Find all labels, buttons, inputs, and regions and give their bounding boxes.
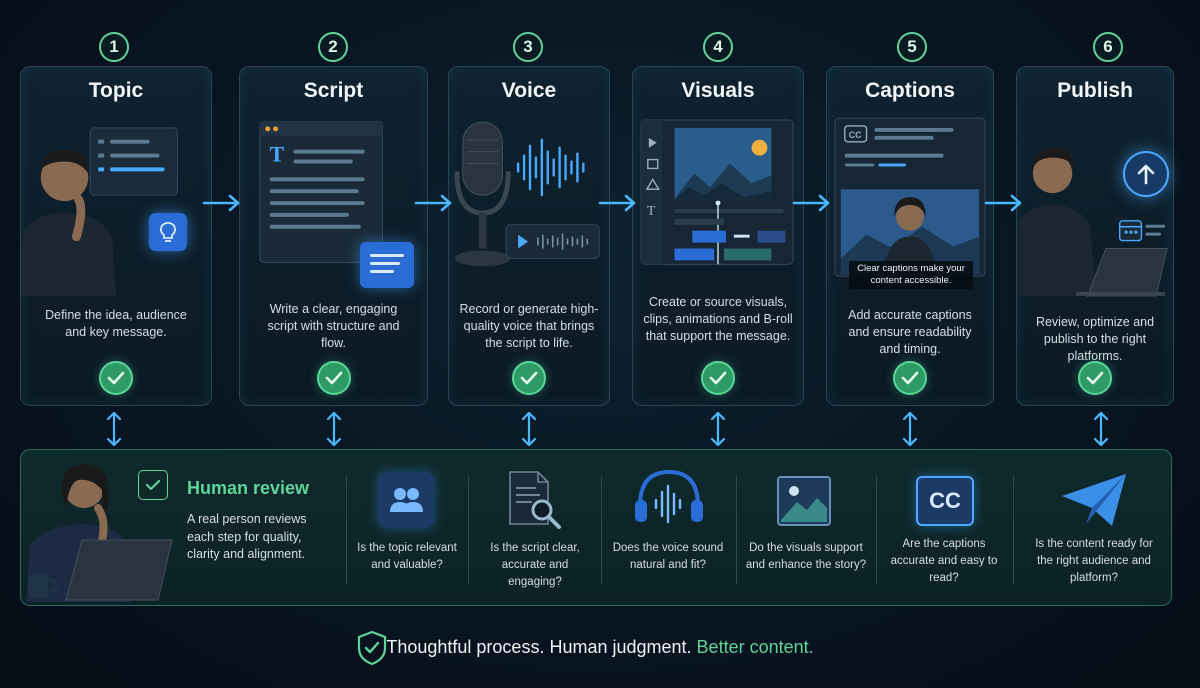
person-reviewer-icon (26, 464, 173, 602)
vertical-connector-icon (710, 411, 726, 447)
review-question-voice: Does the voice sound natural and fit? (612, 542, 724, 571)
person-thinking-icon (21, 127, 178, 297)
step-number-4: 4 (703, 32, 733, 62)
shield-check-icon (357, 630, 387, 666)
step-number-1: 1 (99, 32, 129, 62)
review-question-publish: Is the content ready for the right audie… (1035, 538, 1153, 584)
divider (1013, 476, 1014, 584)
arrow-right-icon (792, 194, 830, 212)
upload-icon (1123, 151, 1169, 197)
divider (468, 476, 469, 584)
footer-main: Thoughtful process. Human judgment. (386, 637, 692, 657)
send-icon (1060, 472, 1130, 533)
calendar-icon (1118, 220, 1166, 242)
image-icon (777, 476, 831, 526)
step-title: Voice (501, 79, 557, 102)
arrow-right-icon (202, 194, 240, 212)
vertical-connector-icon (1093, 411, 1109, 447)
check-icon (99, 361, 133, 395)
divider (346, 476, 347, 584)
svg-text:CC: CC (849, 130, 862, 140)
divider (601, 476, 602, 584)
users-icon (378, 472, 434, 528)
vertical-connector-icon (106, 411, 122, 447)
waveform-icon (516, 138, 585, 197)
step-card-captions: Captions CC Clear captions make your con… (826, 66, 994, 406)
check-icon (512, 361, 546, 395)
check-icon (1078, 361, 1112, 395)
review-question-topic: Is the topic relevant and valuable? (357, 542, 457, 571)
check-icon (701, 361, 735, 395)
review-question-script: Is the script clear, accurate and engagi… (490, 542, 580, 588)
video-editor-icon: T (640, 119, 794, 265)
step-card-publish: Publish Review, optimize and publish to … (1016, 66, 1174, 406)
step-title: Visuals (681, 79, 755, 102)
step-card-script: Script T Write a clear, engaging script … (239, 66, 428, 406)
arrow-right-icon (414, 194, 452, 212)
step-description: Review, optimize and publish to the righ… (1035, 315, 1155, 363)
arrow-right-icon (984, 194, 1022, 212)
step-description: Write a clear, engaging script with stru… (267, 302, 400, 350)
step-title: Script (303, 79, 364, 102)
human-review-panel (20, 449, 1172, 606)
chat-bubble-icon (360, 242, 414, 288)
step-card-voice: Voice Record or generate high-quality vo… (448, 66, 610, 406)
vertical-connector-icon (902, 411, 918, 447)
step-description: Create or source visuals, clips, animati… (643, 295, 793, 343)
step-description: Record or generate high-quality voice th… (459, 302, 599, 350)
svg-text:T: T (270, 142, 285, 166)
step-number-5: 5 (897, 32, 927, 62)
step-description: Define the idea, audience and key messag… (45, 308, 187, 339)
vertical-connector-icon (521, 411, 537, 447)
step-number-3: 3 (513, 32, 543, 62)
lightbulb-icon (149, 213, 187, 251)
step-card-topic: Topic Define the idea, audience and key … (20, 66, 212, 406)
laptop-icon (1017, 147, 1168, 297)
review-check-icon (138, 470, 168, 500)
vertical-connector-icon (326, 411, 342, 447)
divider (736, 476, 737, 584)
step-title: Topic (88, 79, 144, 102)
review-description: A real person reviews each step for qual… (187, 512, 307, 561)
cc-icon: CC (916, 476, 974, 526)
step-number-6: 6 (1093, 32, 1123, 62)
step-description: Add accurate captions and ensure readabi… (848, 308, 972, 356)
step-number-2: 2 (318, 32, 348, 62)
review-question-visuals: Do the visuals support and enhance the s… (745, 542, 867, 571)
footer-tagline: Thoughtful process. Human judgment. Bett… (0, 637, 1200, 658)
script-doc-icon: T (259, 121, 383, 263)
review-title: Human review (187, 478, 310, 498)
caption-overlay: Clear captions make your content accessi… (849, 261, 973, 289)
step-card-visuals: Visuals T Create or source visuals, clip… (632, 66, 804, 406)
step-title: Publish (1057, 79, 1133, 102)
arrow-right-icon (598, 194, 636, 212)
check-icon (316, 361, 351, 395)
footer-accent: Better content. (696, 637, 814, 657)
svg-text:T: T (647, 203, 656, 218)
headphones-icon (632, 466, 706, 533)
doc-search-icon (506, 470, 564, 535)
step-title: Captions (865, 79, 955, 102)
check-icon (893, 361, 927, 395)
divider (876, 476, 877, 584)
microphone-icon (454, 121, 600, 267)
review-question-captions: Are the captions accurate and easy to re… (890, 538, 998, 584)
